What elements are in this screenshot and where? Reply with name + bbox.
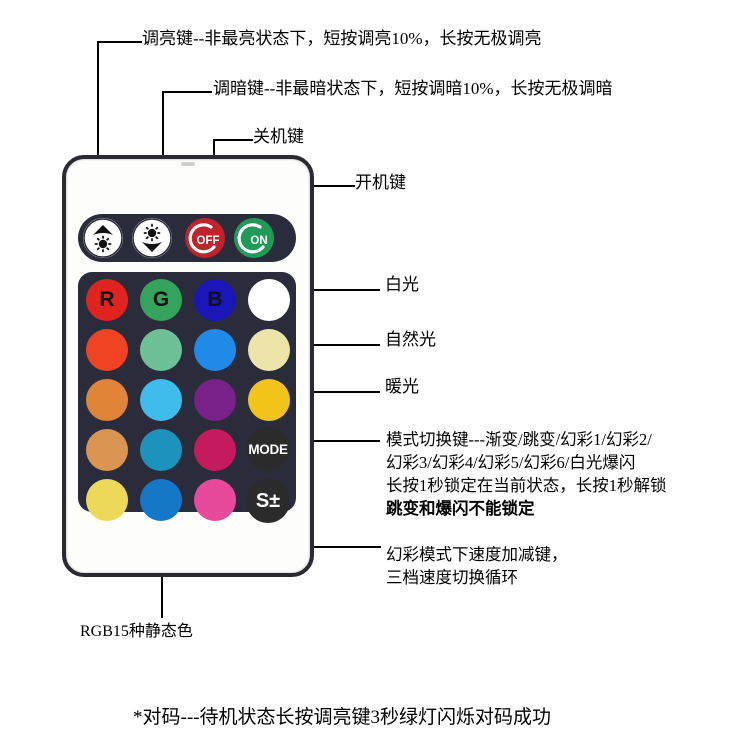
color-button-blue[interactable]: B: [194, 279, 236, 321]
mode-button[interactable]: MODE: [246, 427, 290, 471]
color-button-mintgreen[interactable]: [140, 329, 182, 371]
annotation-warm-light: 暖光: [385, 377, 419, 396]
mode-line-1: 模式切换键---渐变/跳变/幻彩1/幻彩2/: [386, 430, 652, 449]
color-button-tan[interactable]: [86, 429, 128, 471]
svg-text:ON: ON: [250, 235, 267, 247]
speed-button[interactable]: S±: [246, 479, 290, 523]
power-on-icon: ON: [235, 219, 273, 257]
mode-line-3: 长按1秒锁定在当前状态，长按1秒解锁: [386, 476, 667, 495]
color-button-teal[interactable]: [140, 429, 182, 471]
speed-button-label: S±: [255, 489, 281, 512]
annotation-speed-block: 幻彩模式下速度加减键， 三档速度切换循环: [386, 543, 568, 589]
annotation-white-light: 白光: [385, 275, 419, 294]
leader-speed-h: [266, 546, 381, 548]
color-button-yellow[interactable]: [86, 479, 128, 521]
color-button-red[interactable]: R: [86, 279, 128, 321]
color-button-green[interactable]: G: [140, 279, 182, 321]
leader-dim-h: [162, 91, 212, 93]
color-label-r: R: [99, 288, 115, 311]
svg-text:OFF: OFF: [197, 235, 220, 247]
color-label-b: B: [207, 288, 223, 311]
leader-off-h: [213, 139, 253, 141]
color-label-g: G: [152, 288, 170, 311]
leader-white-h: [297, 289, 380, 291]
dim-button[interactable]: [132, 218, 172, 258]
annotation-power-on: 开机键: [355, 173, 406, 192]
color-button-cobalt[interactable]: [140, 479, 182, 521]
color-button-pink[interactable]: [194, 479, 236, 521]
leader-mode-h: [297, 440, 380, 442]
leader-warm-h: [297, 391, 380, 393]
color-button-natural-white[interactable]: [248, 329, 290, 371]
top-button-pad: OFF ON: [78, 214, 296, 262]
annotation-mode-block: 模式切换键---渐变/跳变/幻彩1/幻彩2/ 幻彩3/幻彩4/幻彩5/幻彩6/白…: [386, 428, 667, 520]
leader-brighten-h: [97, 41, 142, 43]
annotation-brighten: 调亮键--非最亮状态下，短按调亮10%，长按无极调亮: [142, 29, 542, 48]
leader-brighten-v: [97, 41, 99, 231]
color-button-orange[interactable]: [86, 379, 128, 421]
leader-natural-h: [297, 344, 380, 346]
color-button-grid: R G B: [78, 272, 296, 521]
brighten-button[interactable]: [83, 218, 123, 258]
color-button-orangered[interactable]: [86, 329, 128, 371]
annotation-rgb-static: RGB15种静态色: [80, 623, 193, 640]
power-off-icon: OFF: [186, 219, 224, 257]
color-button-azure[interactable]: [194, 329, 236, 371]
color-button-crimson[interactable]: [194, 429, 236, 471]
power-off-button[interactable]: OFF: [185, 218, 225, 258]
speed-line-1: 幻彩模式下速度加减键，: [386, 545, 568, 564]
annotation-footer: *对码---待机状态长按调亮键3秒绿灯闪烁对码成功: [133, 707, 551, 728]
annotation-power-off: 关机键: [253, 127, 304, 146]
color-button-skyblue[interactable]: [140, 379, 182, 421]
leader-rgb-v: [161, 553, 163, 618]
remote-control-body: OFF ON R G B: [62, 155, 314, 577]
brightness-down-icon: [132, 218, 172, 258]
annotation-dim: 调暗键--非最暗状态下，短按调暗10%，长按无极调暗: [213, 79, 613, 98]
mode-button-label: MODE: [248, 441, 288, 457]
mode-line-2: 幻彩3/幻彩4/幻彩5/幻彩6/白光爆闪: [386, 453, 636, 472]
annotation-natural-light: 自然光: [385, 330, 436, 349]
power-on-button[interactable]: ON: [234, 218, 274, 258]
color-button-purple[interactable]: [194, 379, 236, 421]
brightness-up-icon: [83, 218, 123, 258]
color-button-warm-white[interactable]: [248, 379, 290, 421]
mode-line-4: 跳变和爆闪不能锁定: [386, 499, 535, 518]
speed-line-2: 三档速度切换循环: [386, 568, 518, 587]
color-button-white[interactable]: [248, 279, 290, 321]
